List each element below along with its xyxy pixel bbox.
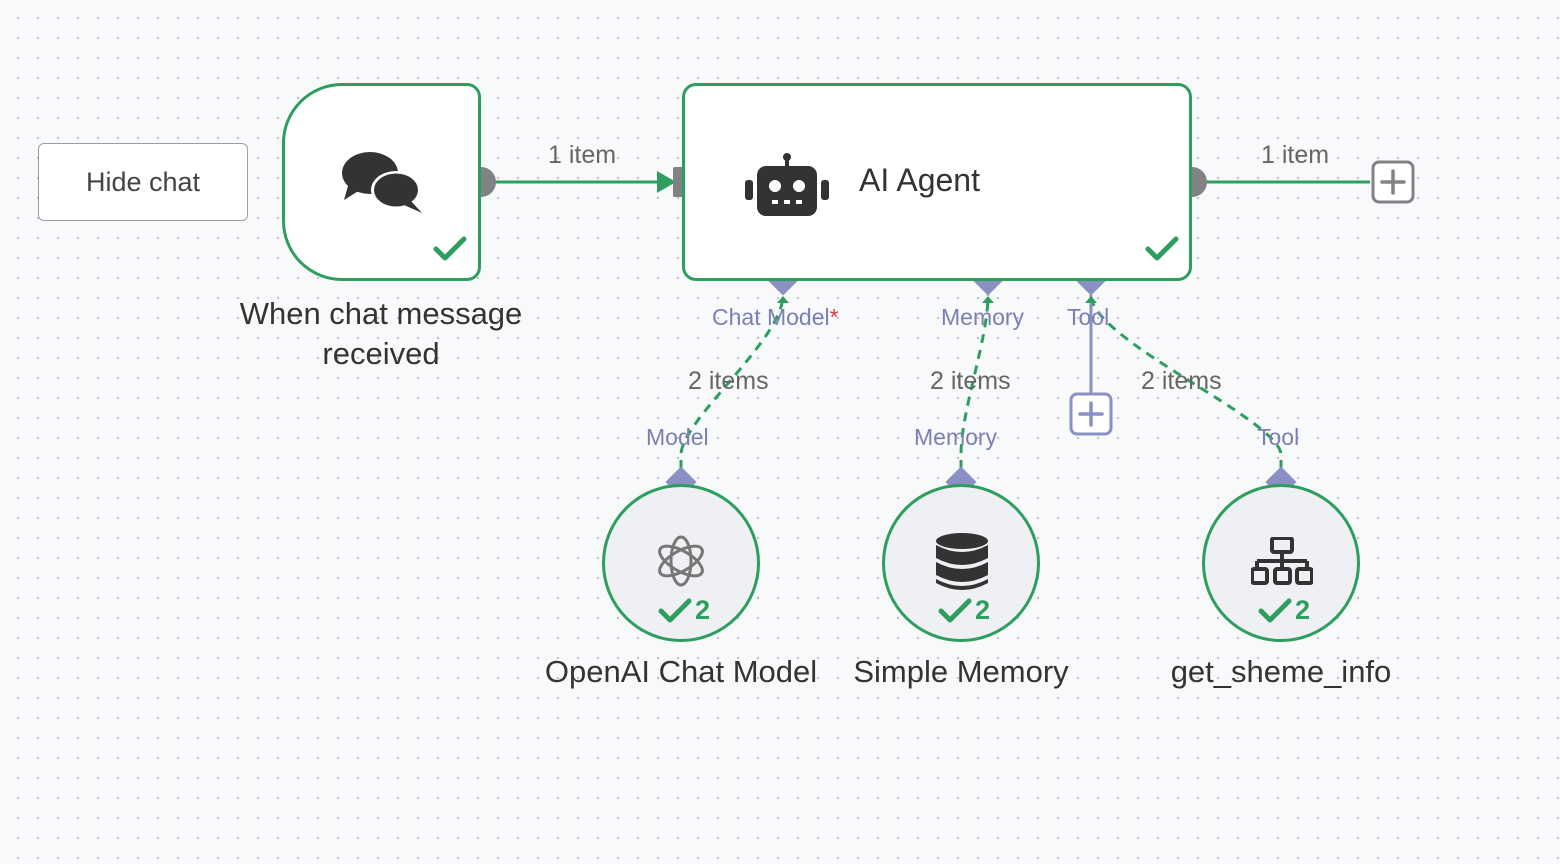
run-count: 2 [1258,595,1310,626]
edge-label-memory: 2 items [930,367,1011,395]
add-output-node-button[interactable] [1371,160,1415,204]
port-arrow-marker [1085,296,1097,303]
success-check-icon [658,598,692,622]
edge-label-agent-output: 1 item [1261,141,1330,169]
run-count: 2 [938,595,990,626]
connection-tool-edge[interactable] [1089,294,1283,469]
get-sheme-info-node[interactable]: 2 [1202,484,1360,642]
success-check-icon [1145,236,1179,261]
port-label-memory-sub: Memory [914,424,998,450]
database-icon [936,533,988,590]
robot-icon [745,153,829,216]
connection-memory-edge[interactable] [959,294,990,469]
edge-label-tool: 2 items [1141,367,1222,395]
trigger-node[interactable] [282,83,481,281]
openai-node-label: OpenAI Chat Model [544,654,818,689]
ai-agent-node[interactable]: AI Agent [682,83,1192,281]
success-check-icon [938,598,972,622]
required-indicator: * [829,304,839,330]
agent-title: AI Agent [859,162,980,198]
add-tool-button[interactable] [1069,392,1113,436]
network-icon [1251,537,1313,585]
hide-chat-button[interactable]: Hide chat [38,143,248,221]
openai-chat-model-node[interactable]: 2 [602,484,760,642]
port-label-tool-sub: Tool [1257,424,1300,450]
chat-bubbles-icon [342,152,422,213]
simple-memory-node-label: Simple Memory [853,654,1069,689]
port-label-memory: Memory [941,304,1025,330]
connection-arrowhead [657,171,676,193]
run-count: 2 [658,595,710,626]
simple-memory-node[interactable]: 2 [882,484,1040,642]
trigger-node-label: When chat message received [239,296,523,371]
openai-icon [658,535,704,587]
run-count-value: 2 [1295,595,1311,625]
port-arrow-marker [777,296,789,303]
run-count-value: 2 [975,595,991,625]
port-label-tool: Tool [1067,304,1110,330]
run-count-value: 2 [695,595,711,625]
edge-label-model: 2 items [688,367,769,395]
edge-label-trigger-agent: 1 item [548,141,617,169]
connection-model-edge[interactable] [679,294,785,469]
get-sheme-info-node-label: get_sheme_info [1170,654,1392,689]
success-check-icon [1258,598,1292,622]
port-label-model: Model [646,424,709,450]
port-arrow-marker [982,296,994,303]
success-check-icon [433,236,467,261]
port-label-chat-model: Chat Model* [712,304,839,330]
